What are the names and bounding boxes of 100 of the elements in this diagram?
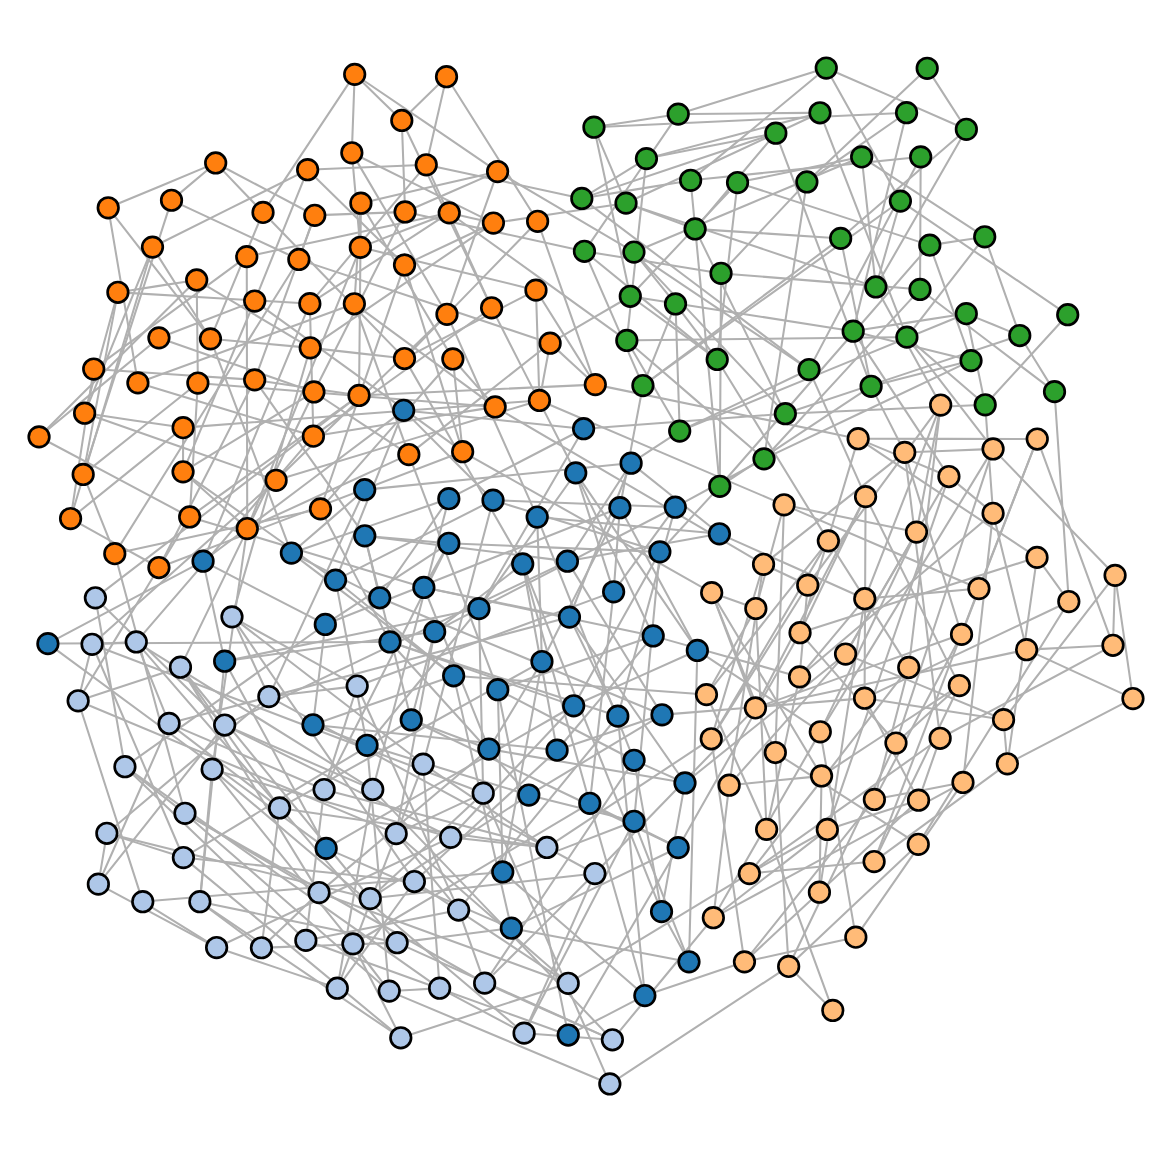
node-circle	[606, 704, 630, 728]
node-circle	[345, 674, 369, 698]
connector	[640, 259, 779, 407]
connector	[578, 560, 656, 697]
connector	[710, 617, 752, 686]
connector	[132, 773, 300, 934]
connector	[557, 350, 589, 379]
node-circle	[683, 217, 707, 241]
connector	[835, 71, 957, 126]
connector	[103, 401, 351, 592]
connector	[736, 661, 840, 777]
connector	[637, 831, 687, 953]
node-circle	[844, 925, 868, 949]
node-circle	[312, 777, 336, 802]
node-circle	[126, 371, 150, 395]
connector	[874, 605, 1060, 695]
connector	[803, 505, 862, 624]
connector	[921, 747, 938, 790]
connector	[221, 338, 300, 348]
connector	[45, 287, 190, 431]
connector	[525, 573, 659, 902]
node-circle	[302, 380, 326, 404]
node-circle	[467, 597, 491, 621]
connector	[422, 886, 560, 979]
connector	[1003, 730, 1008, 754]
connector	[799, 596, 808, 666]
connector	[604, 112, 897, 128]
connector	[663, 637, 790, 675]
node-circle	[82, 357, 106, 381]
connector	[716, 593, 804, 731]
node-circle	[772, 493, 796, 517]
connector	[299, 558, 446, 670]
connector	[863, 507, 867, 688]
connector	[913, 244, 980, 329]
connector	[672, 698, 854, 715]
connector	[626, 169, 647, 330]
connector	[572, 473, 628, 608]
connector	[651, 243, 833, 380]
connector	[875, 395, 901, 444]
connector	[313, 634, 326, 715]
connector	[759, 506, 862, 699]
connector	[637, 190, 730, 289]
node-circle	[556, 1023, 580, 1047]
connector	[125, 510, 311, 553]
connector	[587, 260, 640, 377]
connector	[409, 83, 440, 114]
connector	[399, 644, 565, 704]
connector	[177, 729, 272, 803]
connector	[245, 266, 249, 519]
connector	[256, 458, 400, 526]
connector	[455, 686, 510, 918]
connector	[764, 192, 807, 449]
node-circle	[235, 245, 259, 269]
connector	[880, 138, 962, 279]
connector	[1115, 585, 1133, 689]
connector	[116, 564, 184, 803]
node-circle	[191, 549, 215, 573]
connector	[985, 416, 994, 503]
connector	[579, 482, 650, 627]
connector	[309, 314, 315, 426]
connector	[375, 535, 439, 544]
node-circle	[437, 487, 461, 511]
connector	[379, 800, 521, 894]
connector	[613, 517, 621, 582]
connector	[688, 373, 800, 428]
connector	[651, 206, 893, 381]
connector	[577, 482, 612, 582]
node-circle	[904, 520, 929, 544]
node-circle	[809, 764, 834, 788]
connector	[269, 899, 312, 941]
connector	[199, 519, 414, 586]
node-circle	[353, 478, 377, 502]
connector	[363, 79, 489, 166]
connector	[222, 771, 441, 836]
connector	[415, 213, 575, 250]
connector	[512, 824, 625, 870]
node-circle	[787, 665, 812, 689]
node-circle	[701, 906, 725, 930]
connector	[318, 218, 441, 299]
node-circle	[378, 630, 402, 654]
connector	[120, 267, 295, 545]
node-circle	[582, 115, 606, 139]
connector	[371, 172, 488, 202]
node-circle	[755, 817, 779, 841]
node-circle	[512, 1021, 536, 1045]
node-circle	[572, 239, 597, 263]
connector	[510, 878, 638, 990]
node-circle	[313, 612, 337, 637]
connector	[421, 757, 550, 876]
connector	[240, 621, 348, 682]
connector	[88, 704, 387, 831]
connector	[101, 647, 473, 791]
connector	[225, 841, 442, 944]
node-circle	[864, 275, 888, 299]
node-circle	[862, 849, 886, 874]
node-circle	[947, 673, 971, 698]
connector	[866, 443, 1029, 553]
connector	[351, 84, 356, 142]
connector	[323, 275, 402, 500]
connector	[992, 322, 1061, 397]
